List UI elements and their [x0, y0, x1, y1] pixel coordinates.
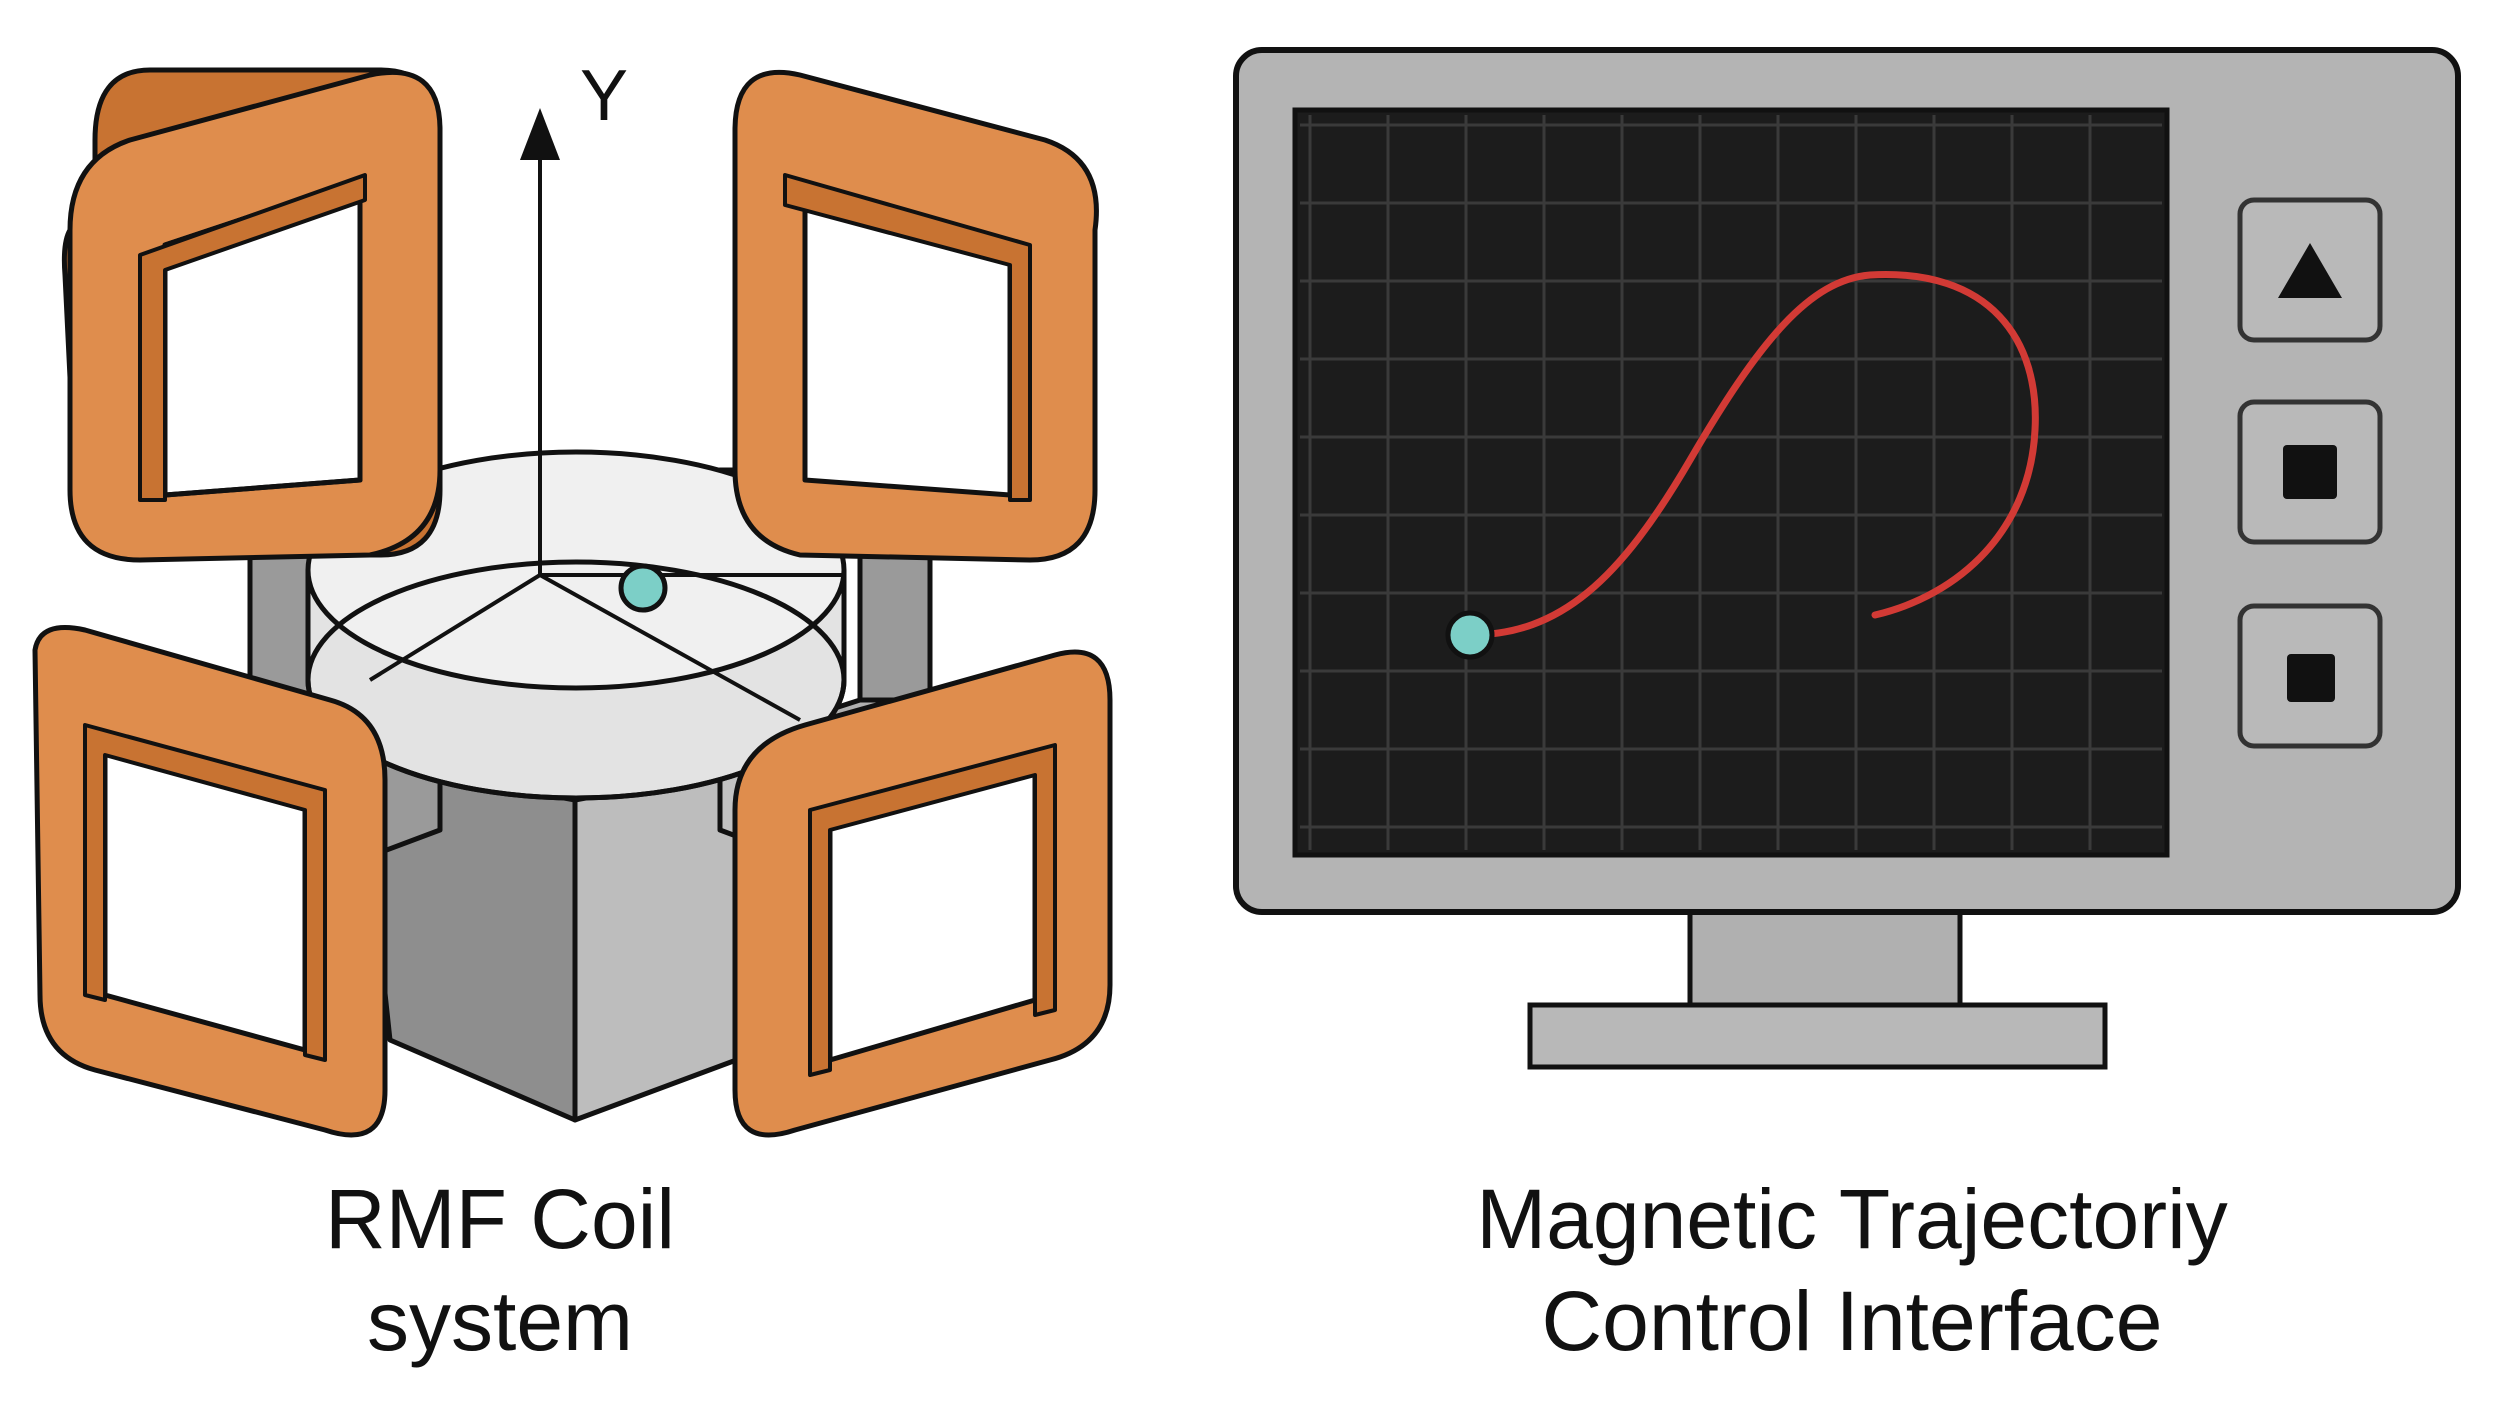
square-stop-icon [2283, 445, 2337, 499]
interface-caption-line2: Control Interface [1542, 1274, 2163, 1368]
stop-button-2[interactable] [2237, 603, 2383, 749]
interface-caption-line1: Magnetic Trajectoriy [1476, 1172, 2228, 1266]
monitor-neck [1687, 905, 1963, 1011]
coil-icon [32, 625, 388, 1138]
axis-arrow-icon [520, 108, 560, 575]
triangle-up-icon [2278, 243, 2342, 298]
stop-button[interactable] [2237, 399, 2383, 545]
coil-icon [61, 67, 443, 563]
robot-marker-icon [1445, 610, 1495, 660]
coil-caption-line2: system [367, 1274, 633, 1368]
square-stop-icon [2287, 654, 2335, 702]
control-interface: Magnetic Trajectoriy Control Interface [1233, 47, 2461, 1368]
coil-icon [732, 649, 1113, 1138]
microrobot-icon [618, 563, 668, 613]
y-axis-label: Y [580, 56, 628, 136]
coil-icon [732, 69, 1099, 563]
trajectory-screen [1292, 107, 2170, 858]
trajectory-path [1466, 271, 2039, 639]
rmf-coil-system: Y RMF Coil sy [32, 56, 1113, 1368]
coil-caption-line1: RMF Coil [325, 1172, 675, 1266]
monitor-base [1527, 1002, 2108, 1070]
up-button[interactable] [2237, 197, 2383, 343]
screen-grid [1300, 115, 2162, 850]
